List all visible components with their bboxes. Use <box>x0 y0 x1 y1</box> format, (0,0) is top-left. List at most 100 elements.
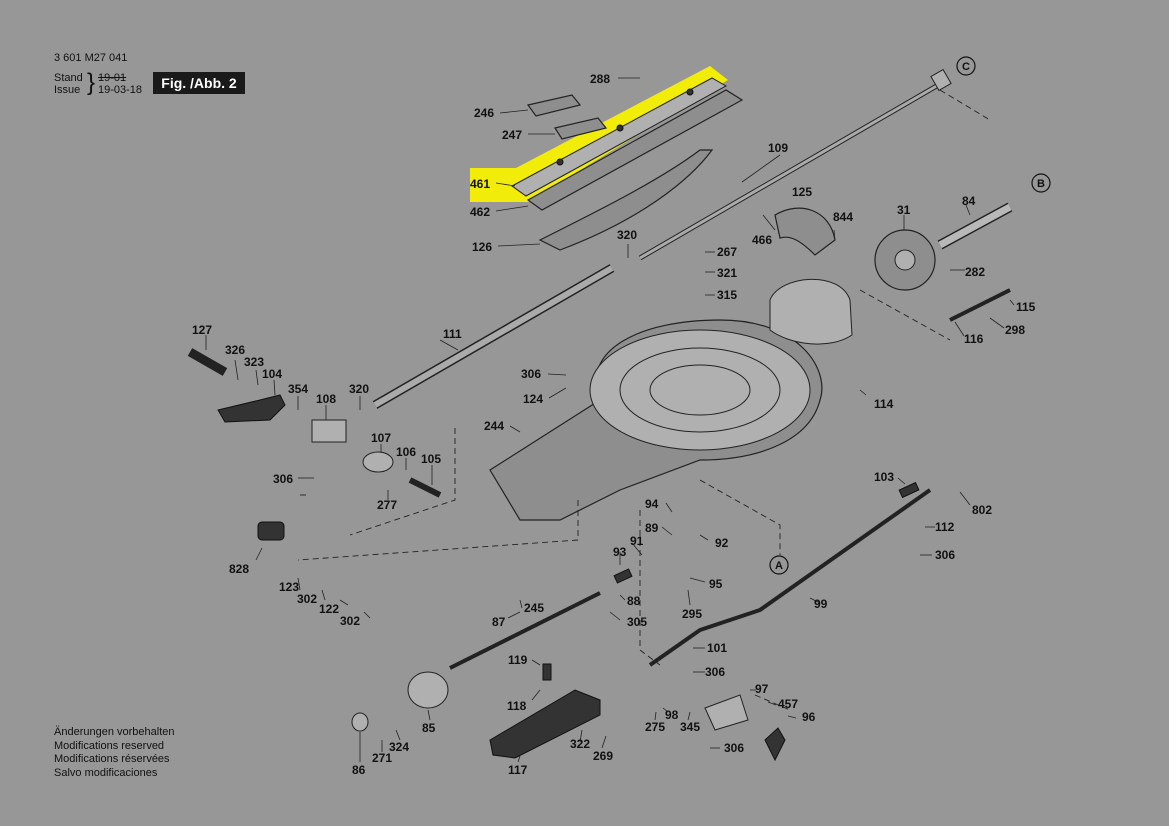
label-plate-247 <box>554 117 608 140</box>
issue-value: 19-03-18 <box>98 84 143 96</box>
part-label: 267 <box>717 245 737 259</box>
rod-87 <box>449 591 601 670</box>
hole <box>686 88 694 96</box>
pin-105 <box>408 477 442 498</box>
callout-c <box>956 56 976 76</box>
part-label: 320 <box>617 228 637 242</box>
part-label: 326 <box>225 343 245 357</box>
plate-97 <box>704 694 749 731</box>
angle-scale-125 <box>774 207 836 256</box>
modification-notes: Änderungen vorbehalten Modifications res… <box>54 726 174 780</box>
cap-86 <box>351 712 369 732</box>
part-label: 107 <box>371 431 391 445</box>
hole <box>616 124 624 132</box>
part-label: 302 <box>340 614 360 628</box>
part-label: 271 <box>372 751 392 765</box>
part-label: 101 <box>707 641 727 655</box>
part-label: 354 <box>288 382 308 396</box>
handle-117 <box>489 689 601 759</box>
rod-end-cap <box>930 68 952 92</box>
guard-strip-461 <box>511 77 728 197</box>
part-label: 306 <box>521 367 541 381</box>
stand-label: Stand <box>54 72 83 84</box>
part-label: 461 <box>470 177 490 191</box>
part-label: 109 <box>768 141 788 155</box>
part-label: 305 <box>627 615 647 629</box>
rod-99 <box>648 488 932 667</box>
highlight-461 <box>470 66 728 202</box>
part-label: 306 <box>705 665 725 679</box>
part-label: 97 <box>755 682 769 696</box>
part-label: 323 <box>244 355 264 369</box>
part-label: 277 <box>377 498 397 512</box>
assembly-line <box>859 289 951 341</box>
part-label: 119 <box>508 653 528 667</box>
part-label: 306 <box>935 548 955 562</box>
note-es: Salvo modificaciones <box>54 766 158 779</box>
turntable-groove <box>649 364 751 416</box>
part-label: 106 <box>396 445 416 459</box>
part-label: 86 <box>352 763 366 777</box>
part-label: 112 <box>935 520 955 534</box>
assembly-line <box>754 694 791 711</box>
callout-a <box>769 555 789 575</box>
part-label: 111 <box>443 327 462 341</box>
hole <box>556 158 564 166</box>
part-label: 298 <box>1005 323 1025 337</box>
knob-107 <box>362 451 394 473</box>
strip-126 <box>538 149 714 251</box>
part-label: 122 <box>319 602 339 616</box>
part-label: 103 <box>874 470 894 484</box>
part-label: 802 <box>972 503 992 517</box>
callout-b-text: B <box>1037 178 1045 190</box>
part-label: 31 <box>897 203 911 217</box>
part-label: 462 <box>470 205 490 219</box>
doc-number: 3 601 M27 041 <box>54 52 128 64</box>
part-label: 123 <box>279 580 299 594</box>
part-label: 466 <box>752 233 772 247</box>
callout-c-text: C <box>962 61 970 73</box>
part-label: 828 <box>229 562 249 576</box>
issue-label: Issue <box>54 84 81 96</box>
part-label: 844 <box>833 210 853 224</box>
spring-103 <box>898 481 920 499</box>
part-label: 320 <box>349 382 369 396</box>
part-label: 324 <box>389 740 409 754</box>
part-label: 114 <box>874 397 894 411</box>
leader-lines <box>205 77 1015 763</box>
part-label: 345 <box>680 720 700 734</box>
part-label: 105 <box>421 452 441 466</box>
part-label: 89 <box>645 521 659 535</box>
part-label: 288 <box>590 72 610 86</box>
pin-127 <box>187 348 228 376</box>
assembly-line <box>349 428 456 536</box>
stand-value: 19-01 <box>98 72 127 84</box>
brace: } <box>87 69 96 96</box>
part-label: 87 <box>492 615 506 629</box>
button-828 <box>257 521 285 541</box>
part-label: 126 <box>472 240 492 254</box>
part-label: 96 <box>802 710 816 724</box>
part-label: 116 <box>964 332 984 346</box>
part-labels: 288 246 247 461 462 126 109 320 267 321 … <box>192 72 1036 777</box>
note-en: Modifications reserved <box>54 739 165 752</box>
part-label: 269 <box>593 749 613 763</box>
figure-label: Fig. /Abb. 2 <box>153 72 245 94</box>
guard-strip-462 <box>526 89 744 211</box>
part-label: 99 <box>814 597 828 611</box>
part-label: 124 <box>523 392 543 406</box>
rod-109-fill <box>639 82 941 260</box>
part-label: 118 <box>507 699 527 713</box>
part-label: 108 <box>316 392 336 406</box>
part-label: 93 <box>613 545 627 559</box>
part-label: 98 <box>665 708 679 722</box>
part-label: 295 <box>682 607 702 621</box>
assembly-line <box>939 89 991 121</box>
label-plate-246 <box>526 94 582 117</box>
part-label: 275 <box>645 720 665 734</box>
part-label: 321 <box>717 266 737 280</box>
part-label: 125 <box>792 185 812 199</box>
bracket-108 <box>311 419 347 443</box>
spring-93 <box>613 568 633 584</box>
